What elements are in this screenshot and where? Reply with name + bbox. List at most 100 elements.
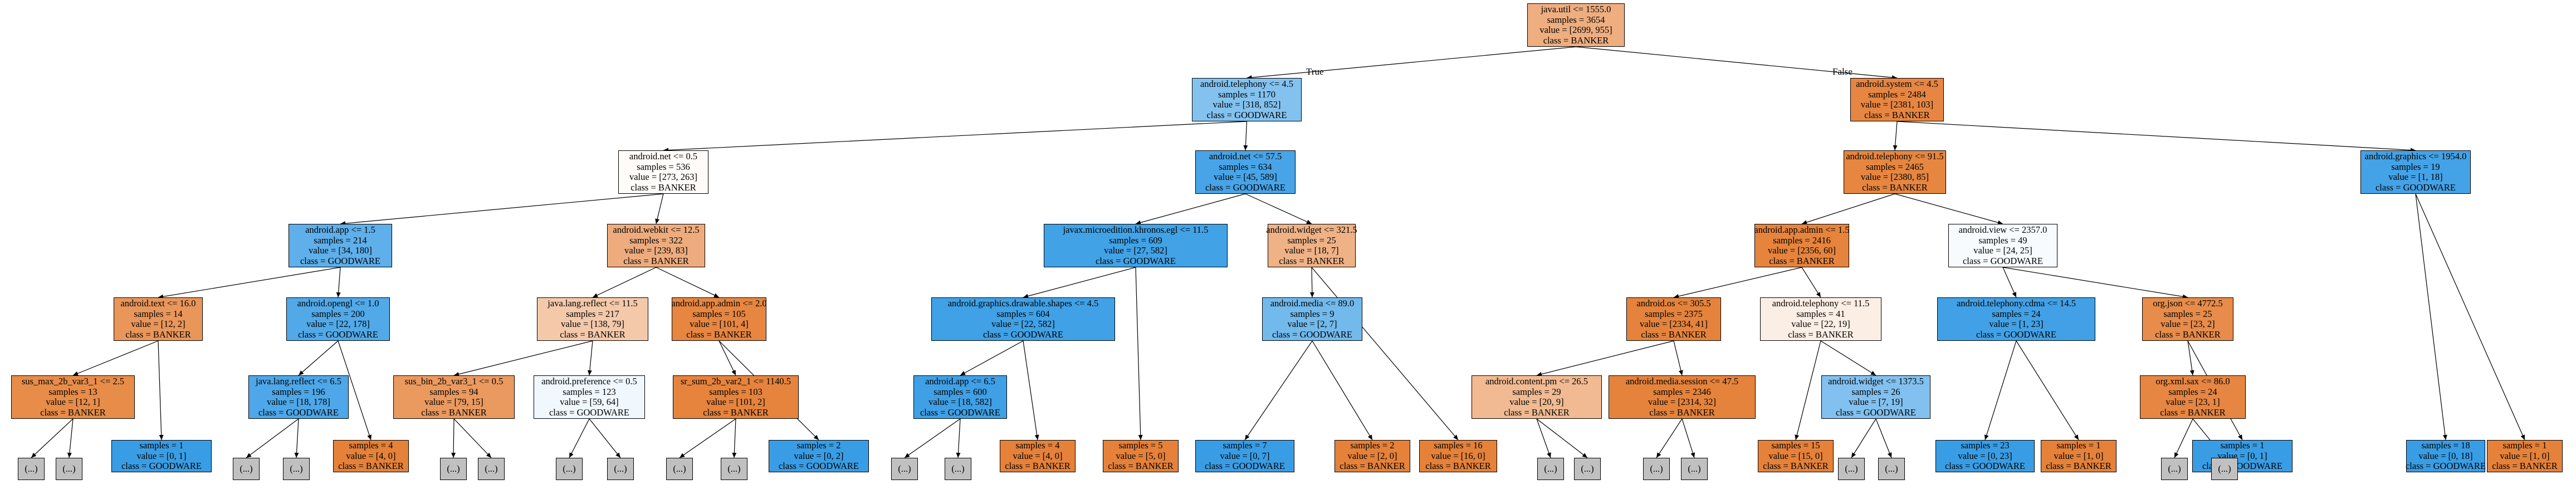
- node-text-line: value = [45, 589]: [1214, 172, 1277, 182]
- tree-edge: [1682, 418, 1695, 458]
- node-text-line: android.opengl <= 1.0: [297, 298, 379, 309]
- node-text-line: class = GOODWARE: [1206, 109, 1287, 120]
- truncated-subtree-node: (...): [283, 458, 310, 480]
- truncated-subtree-node: (...): [56, 458, 82, 480]
- tree-edge: [904, 418, 961, 458]
- node-text-line: value = [59, 64]: [560, 397, 619, 407]
- node-text-line: samples = 322: [629, 234, 683, 246]
- node-text-line: android.widget <= 1373.5: [1828, 376, 1924, 387]
- node-text-line: (...): [25, 463, 38, 474]
- node-text-line: value = [1, 0]: [2054, 450, 2104, 461]
- tree-edge: [158, 340, 162, 441]
- tree-edge: [1023, 340, 1038, 441]
- tree-edge-arrowhead: [1893, 145, 1898, 150]
- tree-edge: [718, 340, 736, 376]
- node-text-line: android.view <= 2357.0: [1958, 224, 2047, 235]
- tree-edge-arrowhead: [1656, 452, 1661, 458]
- tree-edge-arrowhead: [1997, 220, 2003, 225]
- tree-edge-arrowhead: [1674, 294, 1679, 299]
- node-text-line: android.app <= 1.5: [305, 224, 375, 235]
- tree-edge-arrowhead: [593, 293, 598, 297]
- node-text-line: samples = 105: [692, 308, 746, 319]
- tree-edge: [656, 193, 664, 224]
- node-text-line: class = GOODWARE: [300, 255, 381, 266]
- node-text-line: android.graphics.drawable.shapes <= 4.5: [947, 298, 1099, 309]
- tree-edge-arrowhead: [1453, 434, 1458, 440]
- node-text-line: value = [20, 9]: [1509, 397, 1564, 407]
- node-text-line: android.telephony.cdma <= 14.5: [1956, 298, 2076, 309]
- node-text-line: (...): [290, 463, 303, 474]
- tree-edge-arrowhead: [1547, 452, 1551, 458]
- node-text-line: class = BANKER: [623, 255, 689, 266]
- node-text-line: class = GOODWARE: [920, 407, 1001, 418]
- node-text-line: samples = 15: [1771, 440, 1820, 451]
- node-text-line: value = [15, 0]: [1768, 450, 1823, 461]
- tree-edge-arrowhead: [2074, 434, 2079, 440]
- tree-edge: [1673, 267, 1802, 298]
- node-text-line: (...): [563, 463, 576, 474]
- tree-edge: [1984, 340, 2017, 441]
- node-text-line: class = BANKER: [1641, 329, 1707, 340]
- node-text-line: samples = 94: [429, 386, 478, 397]
- node-text-line: value = [318, 852]: [1213, 99, 1281, 110]
- node-text-line: android.app.admin <= 1.5: [1754, 224, 1850, 235]
- node-text-line: class = BANKER: [338, 461, 404, 472]
- tree-edge: [31, 418, 74, 458]
- tree-edge: [569, 418, 590, 458]
- node-text-line: class = BANKER: [1862, 182, 1928, 193]
- node-text-line: class = BANKER: [1649, 407, 1715, 418]
- tree-edge-arrowhead: [732, 452, 737, 458]
- tree-edge-arrowhead: [367, 434, 372, 440]
- tree-edge: [69, 418, 74, 458]
- tree-edge-arrowhead: [615, 452, 620, 458]
- tree-edge-arrowhead: [1136, 220, 1141, 225]
- tree-edge-arrowhead: [1245, 434, 1250, 440]
- node-text-line: samples = 25: [1287, 234, 1336, 246]
- node-text-line: samples = 2375: [1645, 308, 1703, 319]
- node-text-line: android.webkit <= 12.5: [613, 224, 700, 235]
- node-text-line: value = [5, 0]: [1116, 450, 1166, 461]
- tree-edge-arrowhead: [31, 452, 37, 458]
- tree-edge-arrowhead: [1851, 452, 1856, 458]
- node-text-line: android.net <= 0.5: [629, 151, 698, 162]
- tree-edge: [589, 340, 593, 376]
- node-text-line: value = [239, 83]: [624, 245, 688, 256]
- node-text-line: value = [23, 1]: [2166, 397, 2220, 407]
- tree-edge: [158, 267, 341, 298]
- tree-edge-arrowhead: [569, 452, 574, 458]
- node-text-line: android.app <= 6.5: [925, 376, 995, 387]
- tree-edge-arrowhead: [655, 218, 659, 224]
- node-text-line: (...): [1581, 463, 1594, 474]
- tree-edge-arrowhead: [713, 293, 719, 297]
- node-text-line: samples = 16: [1434, 440, 1483, 451]
- node-text-line: value = [0, 7]: [1220, 450, 1270, 461]
- node-text-line: class = BANKER: [630, 182, 696, 193]
- tree-edge-arrowhead: [1309, 292, 1314, 297]
- tree-edge: [1851, 418, 1876, 458]
- node-text-line: samples = 7: [1223, 440, 1267, 451]
- node-text-line: value = [4, 0]: [346, 450, 396, 461]
- tree-edge-arrowhead: [486, 452, 491, 458]
- node-text-line: android.telephony <= 11.5: [1772, 298, 1870, 309]
- node-text-line: samples = 634: [1219, 161, 1272, 172]
- truncated-subtree-node: (...): [556, 458, 583, 480]
- node-text-line: class = GOODWARE: [297, 329, 379, 340]
- tree-edge-arrowhead: [454, 371, 460, 376]
- true-edge-label: True: [1306, 66, 1324, 77]
